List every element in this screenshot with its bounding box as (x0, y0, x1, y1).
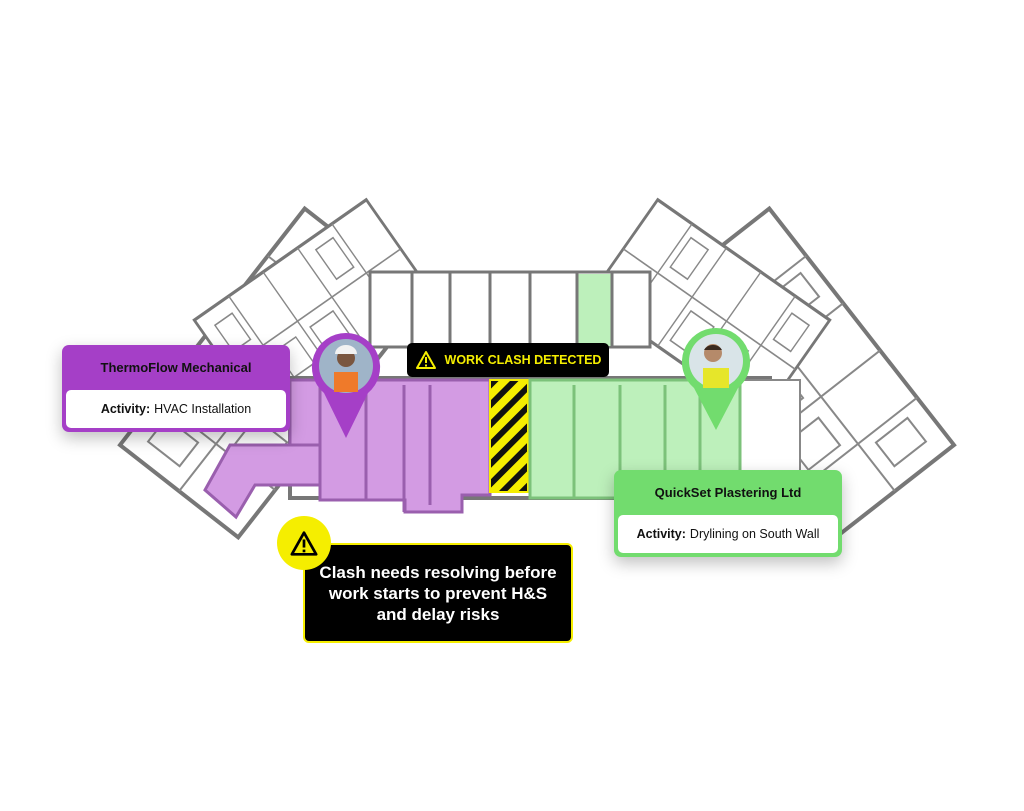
warning-triangle-icon (415, 351, 436, 369)
purple-worker-pin[interactable] (311, 332, 381, 438)
activity-label: Activity: (100, 402, 151, 416)
warning-text: Clash needs resolving before work starts… (319, 562, 557, 624)
work-clash-badge: WORK CLASH DETECTED (407, 343, 609, 377)
warning-triangle-icon (290, 530, 318, 556)
contractor-name: ThermoFlow Mechanical (100, 360, 252, 375)
activity-value: HVAC Installation (154, 402, 252, 416)
purple-work-zone (203, 378, 492, 520)
clash-label: WORK CLASH DETECTED (444, 353, 602, 367)
activity-value: Drylining on South Wall (689, 527, 820, 541)
contractor-name: QuickSet Plastering Ltd (654, 485, 802, 500)
clash-warning-message: Clash needs resolving before work starts… (303, 543, 573, 643)
activity-label: Activity: (636, 527, 686, 541)
central-top-rooms (368, 270, 652, 349)
contractor-card-thermoflow[interactable]: ThermoFlow Mechanical Activity:HVAC Inst… (62, 345, 290, 432)
activity-row: Activity:Drylining on South Wall (618, 515, 838, 553)
contractor-card-quickset[interactable]: QuickSet Plastering Ltd Activity:Drylini… (614, 470, 842, 557)
clash-zone-hatch (489, 379, 529, 493)
warning-badge (277, 516, 331, 570)
green-worker-pin[interactable] (681, 327, 751, 430)
activity-row: Activity:HVAC Installation (66, 390, 286, 428)
